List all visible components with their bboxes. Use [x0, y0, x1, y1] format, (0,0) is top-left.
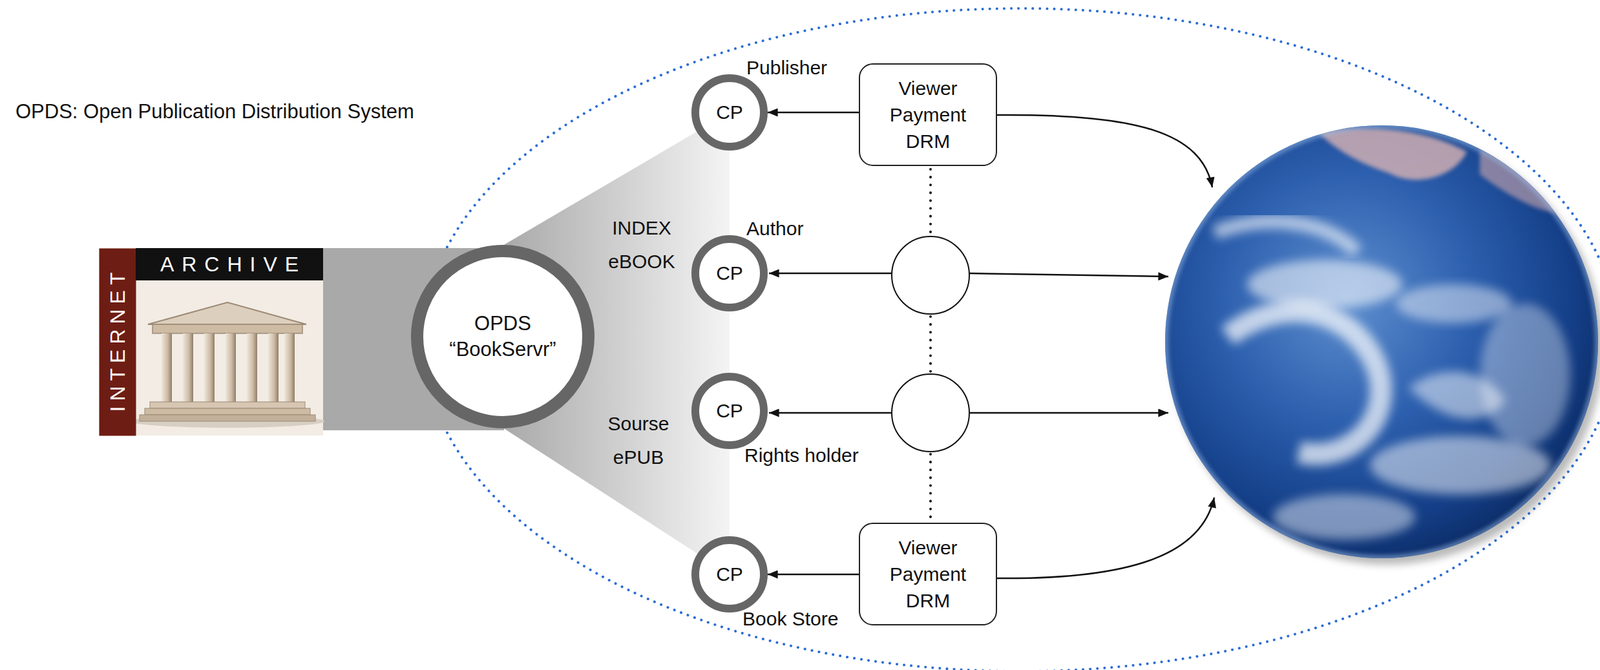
cloud [1273, 494, 1416, 540]
arrow-connector [767, 573, 859, 576]
diagram-title: OPDS: Open Publication Distribution Syst… [15, 100, 415, 124]
arrow-line [969, 412, 1169, 415]
dotted-line [929, 316, 932, 372]
archive-logo: INTERNETARCHIVE [98, 248, 324, 436]
cp-circle: CPBook Store [691, 536, 768, 613]
fan-label: Sourse ePUB [607, 407, 669, 475]
temple-column [182, 333, 194, 402]
cloud [1479, 303, 1571, 446]
service-box: Viewer Payment DRM [858, 522, 998, 626]
cloud-swirl [1214, 221, 1358, 253]
node-caption: Publisher [746, 56, 828, 80]
node-text: Viewer Payment DRM [889, 534, 967, 614]
temple-column [268, 333, 279, 402]
fan-label: INDEX eBOOK [608, 211, 675, 279]
temple-column [204, 333, 215, 402]
node-text: OPDS [474, 310, 532, 337]
node-text: “BookServr” [449, 336, 556, 363]
arrow-line [768, 272, 892, 275]
node-caption: Rights holder [744, 443, 859, 468]
temple-column [161, 333, 172, 402]
dotted-line [929, 454, 932, 520]
dotted-line [929, 169, 932, 234]
cloud [1408, 371, 1506, 419]
temple-shadow [130, 414, 325, 428]
node-text: CP [715, 100, 744, 125]
temple-pediment [147, 302, 307, 325]
cloud [1395, 284, 1513, 324]
node-text: Viewer Payment DRM [889, 74, 967, 155]
boundary-ellipse [423, 8, 1600, 670]
arrow-line [997, 115, 1213, 188]
cp-circle: PublisherCP [691, 74, 768, 151]
node-text: CP [715, 399, 744, 423]
temple-column [225, 333, 236, 402]
earth-globe [1165, 125, 1600, 565]
arrow-line [768, 412, 892, 415]
temple-step [139, 414, 316, 422]
arrow-connector [767, 111, 859, 114]
empty-circle [891, 236, 970, 315]
arrow-line [997, 497, 1215, 579]
cloud [1247, 259, 1403, 309]
logo-background [98, 248, 324, 436]
temple-step [149, 401, 306, 409]
cp-circle: AuthorCP [691, 235, 768, 312]
globe-sphere [1165, 125, 1599, 559]
logo-text: ARCHIVE [135, 248, 324, 281]
temple-icon [130, 302, 325, 428]
server-circle: OPDS“BookServr” [410, 244, 595, 429]
cloud-swirl [1227, 311, 1381, 455]
empty-circle [891, 374, 970, 452]
service-box: Viewer Payment DRM [858, 63, 998, 167]
cp-circle: CPRights holder [691, 372, 768, 450]
node-text: CP [715, 261, 744, 285]
node-text: CP [715, 562, 744, 587]
globe-surface [1165, 125, 1599, 559]
arrow-line [969, 273, 1169, 277]
node-caption: Book Store [742, 607, 839, 631]
temple-step [144, 408, 311, 415]
temple-column [246, 333, 258, 402]
globe-rim [1165, 125, 1599, 559]
temple-entablature [152, 324, 303, 334]
node-caption: Author [746, 217, 804, 241]
logo-text: INTERNET [98, 248, 136, 436]
temple-column [284, 333, 295, 402]
